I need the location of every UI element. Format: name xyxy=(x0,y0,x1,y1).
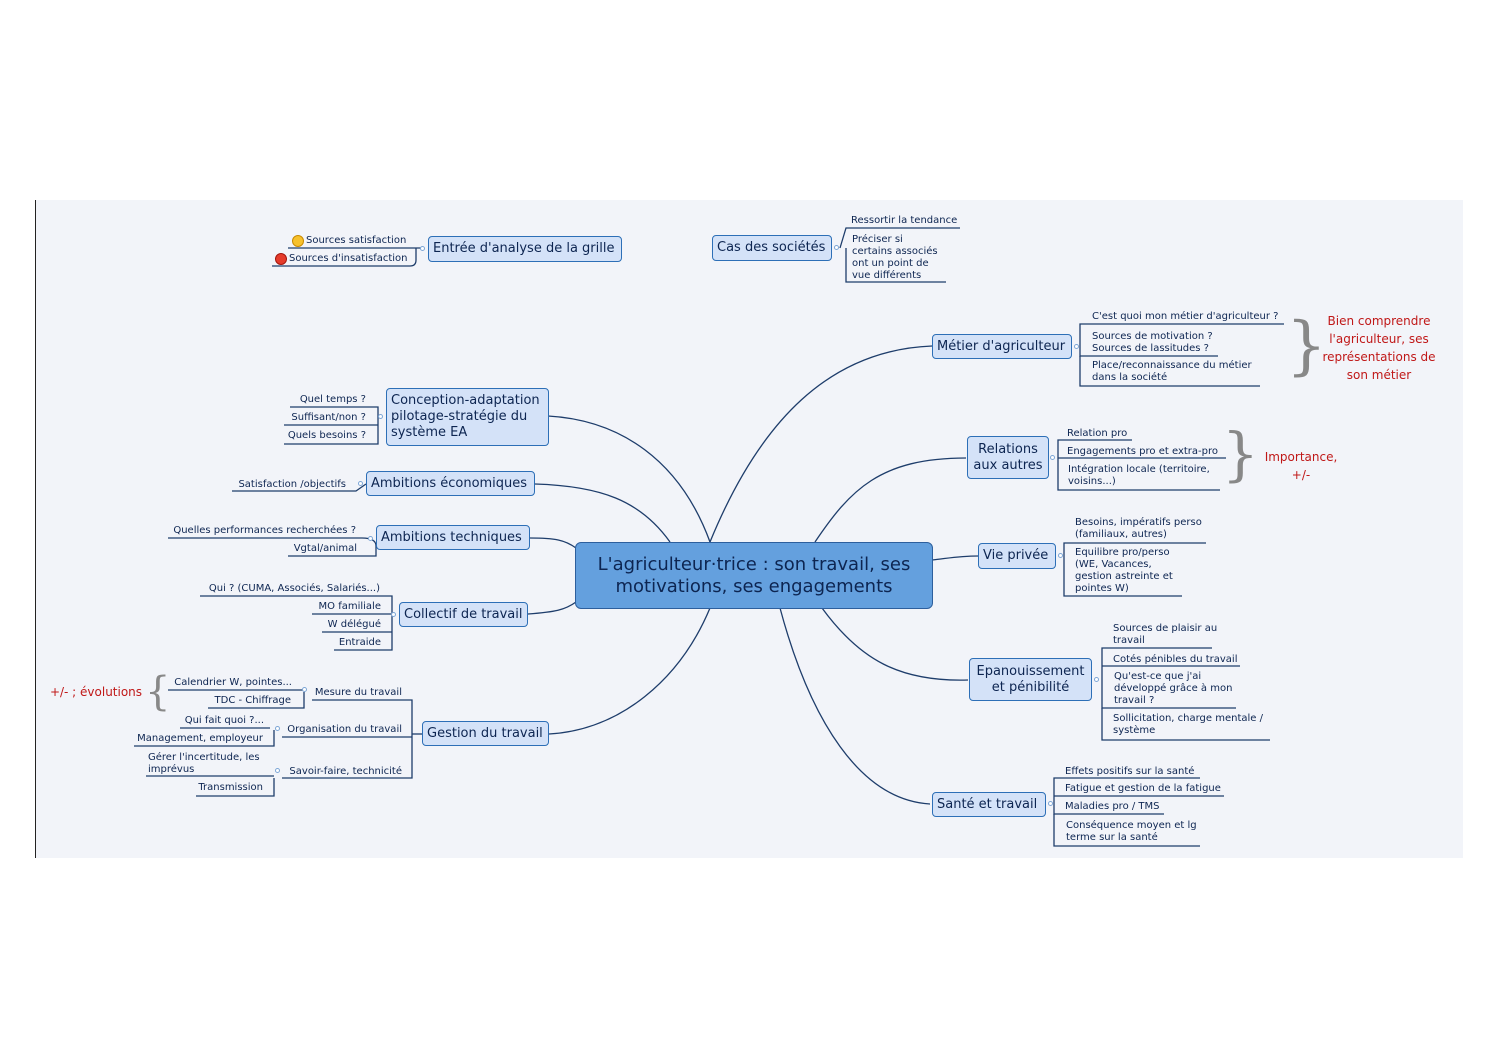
collapse-knob[interactable] xyxy=(368,536,373,541)
topic-ambitions-economiques[interactable]: Ambitions économiques xyxy=(366,471,535,496)
leaf-mo-familiale[interactable]: MO familiale xyxy=(318,601,381,612)
subtopic-mesure-travail[interactable]: Mesure du travail xyxy=(314,687,402,698)
leaf-satisfaction-objectifs[interactable]: Satisfaction /objectifs xyxy=(238,479,346,490)
collapse-knob[interactable] xyxy=(275,726,280,731)
leaf-gerer-incertitude[interactable]: Gérer l'incertitude, les imprévus xyxy=(148,752,260,775)
leaf-tdc-chiffrage[interactable]: TDC - Chiffrage xyxy=(214,695,291,706)
collapse-knob[interactable] xyxy=(1048,801,1053,806)
collapse-knob[interactable] xyxy=(378,414,383,419)
topic-conception[interactable]: Conception-adaptation pilotage-stratégie… xyxy=(386,388,549,446)
leaf-effets-positifs[interactable]: Effets positifs sur la santé xyxy=(1065,766,1195,777)
topic-metier-agriculteur[interactable]: Métier d'agriculteur xyxy=(932,334,1072,359)
leaf-qui-cuma[interactable]: Qui ? (CUMA, Associés, Salariés...) xyxy=(208,583,380,594)
leaf-preciser-associes[interactable]: Préciser si certains associés ont un poi… xyxy=(852,234,938,281)
leaf-sources-satisfaction[interactable]: Sources satisfaction xyxy=(306,235,407,246)
central-topic[interactable]: L'agriculteur·trice : son travail, ses m… xyxy=(575,542,933,609)
leaf-fatigue[interactable]: Fatigue et gestion de la fatigue xyxy=(1065,783,1221,794)
collapse-knob[interactable] xyxy=(1050,455,1055,460)
subtopic-organisation-travail[interactable]: Organisation du travail xyxy=(287,724,402,735)
brace-mesure: { xyxy=(145,669,171,715)
leaf-transmission[interactable]: Transmission xyxy=(198,782,263,793)
collapse-knob[interactable] xyxy=(420,246,425,251)
leaf-integration-locale[interactable]: Intégration locale (territoire, voisins.… xyxy=(1068,464,1210,487)
topic-sante-travail[interactable]: Santé et travail xyxy=(932,792,1046,817)
note-importance: Importance, +/- xyxy=(1264,450,1338,482)
topic-epanouissement[interactable]: Epanouissement et pénibilité xyxy=(969,658,1092,701)
note-evolutions: +/- ; évolutions xyxy=(49,685,143,699)
leaf-quels-besoins[interactable]: Quels besoins ? xyxy=(287,430,366,441)
collapse-knob[interactable] xyxy=(834,245,839,250)
leaf-engagements-pro[interactable]: Engagements pro et extra-pro xyxy=(1067,446,1218,457)
leaf-relation-pro[interactable]: Relation pro xyxy=(1067,428,1128,439)
leaf-entraide[interactable]: Entraide xyxy=(338,637,381,648)
leaf-sources-insatisfaction[interactable]: Sources d'insatisfaction xyxy=(289,253,408,264)
leaf-sollicitation[interactable]: Sollicitation, charge mentale / système xyxy=(1113,713,1263,736)
leaf-ressortir-tendance[interactable]: Ressortir la tendance xyxy=(851,215,958,226)
topic-collectif-travail[interactable]: Collectif de travail xyxy=(399,602,528,627)
leaf-w-delegue[interactable]: W délégué xyxy=(327,619,381,630)
leaf-consequence[interactable]: Conséquence moyen et lg terme sur la san… xyxy=(1066,820,1197,843)
smiley-happy-icon xyxy=(292,235,304,247)
leaf-suffisant-non[interactable]: Suffisant/non ? xyxy=(291,412,366,423)
collapse-knob[interactable] xyxy=(391,612,396,617)
topic-entree-analyse[interactable]: Entrée d'analyse de la grille xyxy=(428,236,622,262)
collapse-knob[interactable] xyxy=(302,687,307,692)
collapse-knob[interactable] xyxy=(358,481,363,486)
leaf-management[interactable]: Management, employeur xyxy=(137,733,263,744)
topic-gestion-travail[interactable]: Gestion du travail xyxy=(422,721,549,746)
topic-vie-privee[interactable]: Vie privée xyxy=(978,543,1056,569)
leaf-quel-temps[interactable]: Quel temps ? xyxy=(299,394,366,405)
topic-ambitions-techniques[interactable]: Ambitions techniques xyxy=(376,525,530,550)
leaf-sources-plaisir[interactable]: Sources de plaisir au travail xyxy=(1113,623,1218,646)
smiley-angry-icon xyxy=(275,253,287,265)
topic-cas-societes[interactable]: Cas des sociétés xyxy=(712,235,832,261)
leaf-cotes-penibles[interactable]: Cotés pénibles du travail xyxy=(1113,654,1238,665)
leaf-vgtal-animal[interactable]: Vgtal/animal xyxy=(293,543,357,554)
leaf-calendrier[interactable]: Calendrier W, pointes... xyxy=(174,677,292,688)
note-bien-comprendre: Bien comprendre l'agriculteur, ses repré… xyxy=(1322,314,1436,382)
collapse-knob[interactable] xyxy=(1094,677,1099,682)
leaf-sources-motivation[interactable]: Sources de motivation ? Sources de lassi… xyxy=(1092,331,1213,354)
collapse-knob[interactable] xyxy=(275,768,280,773)
leaf-equilibre-pro-perso[interactable]: Equilibre pro/perso (WE, Vacances, gesti… xyxy=(1075,547,1173,594)
leaf-qui-fait-quoi[interactable]: Qui fait quoi ?... xyxy=(184,715,264,726)
collapse-knob[interactable] xyxy=(1058,553,1063,558)
leaf-besoins-imperatifs[interactable]: Besoins, impératifs perso (familiaux, au… xyxy=(1075,517,1202,540)
leaf-place-reconnaissance[interactable]: Place/reconnaissance du métier dans la s… xyxy=(1092,360,1252,383)
topic-relations-autres[interactable]: Relations aux autres xyxy=(967,436,1049,479)
subtopic-savoir-faire[interactable]: Savoir-faire, technicité xyxy=(289,766,402,777)
leaf-maladies-pro[interactable]: Maladies pro / TMS xyxy=(1065,801,1160,812)
leaf-performances[interactable]: Quelles performances recherchées ? xyxy=(173,525,356,536)
leaf-cest-quoi-metier[interactable]: C'est quoi mon métier d'agriculteur ? xyxy=(1092,311,1279,322)
leaf-quest-ce-developpe[interactable]: Qu'est-ce que j'ai développé grâce à mon… xyxy=(1114,671,1233,706)
collapse-knob[interactable] xyxy=(1074,344,1079,349)
